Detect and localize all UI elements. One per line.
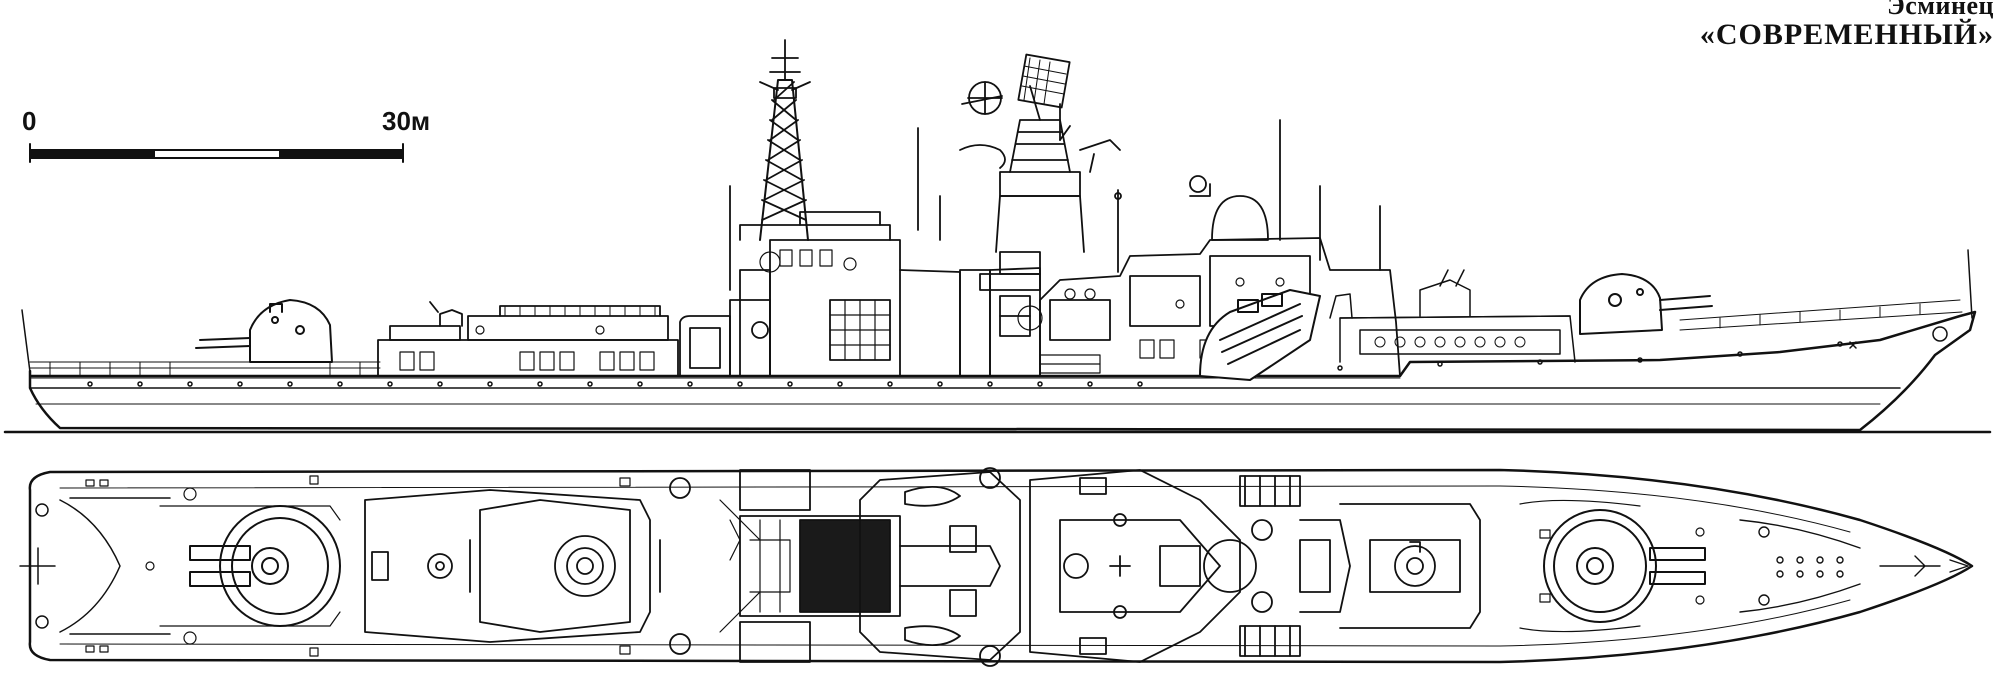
plan-view	[19, 467, 1974, 667]
title-ship-name: «СОВРЕМЕННЫЙ»	[1699, 18, 1994, 52]
bow-detail	[1739, 519, 1969, 613]
hangar-roof-dark	[799, 519, 891, 613]
forward-sam-plan	[1339, 503, 1481, 629]
hangar-plan	[719, 469, 901, 663]
forward-superstructure	[959, 53, 1401, 377]
hull-side	[28, 310, 1977, 432]
scale-end-label: 30м	[382, 106, 431, 136]
helipad-deck	[364, 477, 691, 655]
hull-plan	[28, 468, 1974, 664]
title-ship-class: Эсминец	[1887, 0, 1994, 20]
helicopter-hangar	[679, 299, 771, 377]
aft-superstructure	[377, 301, 679, 377]
radome	[1211, 195, 1269, 241]
forward-superstructure-plan	[1029, 469, 1241, 663]
deck-fittings	[85, 475, 1705, 657]
scale-bar	[29, 143, 404, 163]
side-profile-view	[3, 39, 1992, 434]
scale-start-label: 0	[22, 106, 37, 136]
mid-superstructure-plan	[859, 467, 1021, 667]
missile-launcher	[1199, 289, 1321, 381]
funnel	[959, 267, 1041, 377]
forward-gun-turret	[1579, 273, 1713, 335]
main-superstructure	[729, 39, 961, 377]
forward-turret-plan	[1519, 499, 1706, 633]
forward-deck	[1329, 269, 1576, 363]
missile-deck-plan	[1203, 475, 1351, 657]
aft-gun-turret	[195, 299, 333, 363]
aft-turret-plan	[159, 505, 341, 627]
drawing-title: Эсминец «СОВРЕМЕННЫЙ»	[1700, 0, 1994, 51]
